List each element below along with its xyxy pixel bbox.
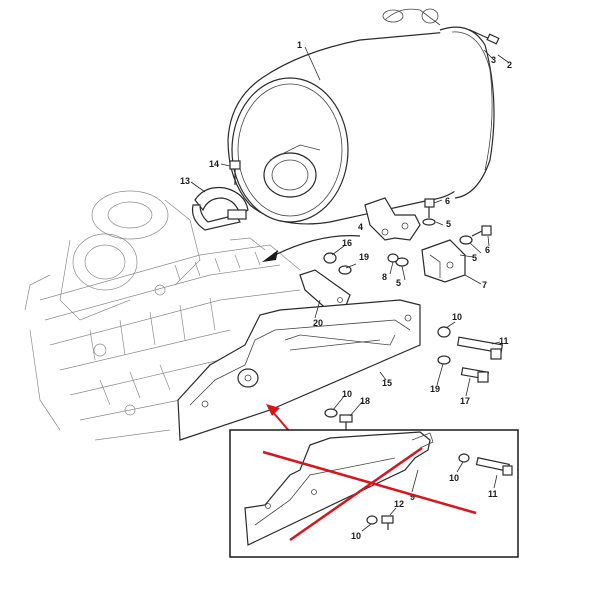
callout-5-right: 5	[472, 253, 477, 263]
callout-10-right: 10	[452, 312, 462, 322]
callout-16: 16	[342, 238, 352, 248]
bracket-part-7	[421, 239, 466, 283]
inset-callout-12: 12	[394, 499, 404, 509]
callout-17: 17	[460, 396, 470, 406]
callout-18: 18	[360, 396, 370, 406]
heat-shield-part-15	[177, 299, 421, 441]
callout-13: 13	[180, 176, 190, 186]
clamp-part-13	[191, 186, 249, 231]
routing-arrow	[262, 235, 361, 262]
muffler-part-1	[227, 8, 500, 225]
callout-6-top: 6	[445, 196, 450, 206]
bolt-part-14	[229, 160, 241, 185]
inset-callout-11: 11	[488, 489, 498, 499]
callout-19-low: 19	[430, 384, 440, 394]
callout-3: 3	[491, 55, 496, 65]
red-arrow-to-inset	[266, 404, 291, 433]
callout-6-right: 6	[485, 245, 490, 255]
callout-14: 14	[209, 159, 219, 169]
inset-callout-10-right: 10	[449, 473, 459, 483]
callout-11: 11	[499, 336, 509, 346]
callouts: 1 2 3 14 13 6 4 5 6 16 19 5 8 5 7 20 10 …	[180, 40, 512, 406]
cross-out-line-1	[262, 450, 477, 515]
inset-callout-9: 9	[410, 492, 415, 502]
bracket-part-4	[364, 197, 421, 241]
callout-19-top: 19	[359, 252, 369, 262]
inset-detail: 9 10 11 12 10	[229, 429, 519, 558]
inset-callout-10-left: 10	[351, 531, 361, 541]
callout-1: 1	[297, 40, 302, 50]
callout-15: 15	[382, 378, 392, 388]
cross-out-line-2	[289, 446, 423, 542]
callout-10-low: 10	[342, 389, 352, 399]
engine-background	[24, 190, 301, 441]
callout-8: 8	[382, 272, 387, 282]
callout-4: 4	[358, 222, 363, 232]
callout-5-top: 5	[446, 219, 451, 229]
callout-7: 7	[482, 280, 487, 290]
callout-2: 2	[507, 60, 512, 70]
callout-5-mid: 5	[396, 278, 401, 288]
shield-hardware	[324, 326, 504, 430]
callout-20: 20	[313, 318, 323, 328]
leader-lines	[190, 46, 509, 417]
